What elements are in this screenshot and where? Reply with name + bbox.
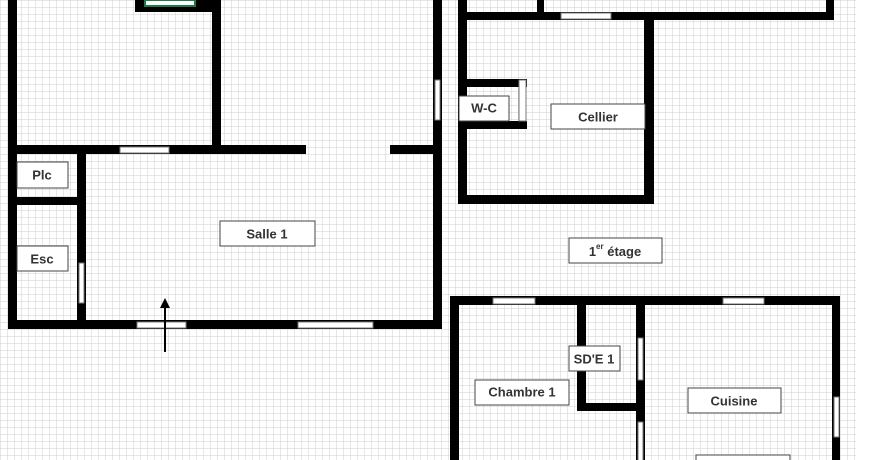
wall — [644, 20, 654, 204]
window — [560, 12, 612, 20]
entrance-arrow-icon — [160, 298, 170, 352]
floor-label: 1er étage — [568, 237, 663, 264]
wall — [577, 403, 645, 411]
wall — [433, 0, 442, 329]
room-label-sde1: SD'E 1 — [568, 345, 621, 372]
room-label-cellier: Cellier — [550, 103, 646, 130]
window — [722, 297, 765, 305]
wall — [450, 296, 459, 460]
wall — [8, 0, 17, 329]
window — [434, 79, 441, 121]
window — [637, 337, 644, 381]
wall — [77, 150, 86, 322]
floor-name: 1er étage — [589, 242, 641, 259]
window — [518, 79, 527, 122]
room-name: Chambre 1 — [488, 385, 555, 400]
wall — [636, 305, 645, 460]
room-name: Cellier — [578, 110, 618, 125]
room-name: Esc — [30, 252, 53, 267]
left-block-walls — [8, 0, 442, 329]
wall — [458, 79, 527, 87]
room-name: SD'E 1 — [574, 352, 615, 367]
room-name: Plc — [32, 168, 52, 183]
window — [637, 421, 644, 460]
wall — [8, 197, 86, 205]
room-name: Salle 1 — [246, 227, 287, 242]
window — [297, 321, 374, 329]
window — [136, 321, 187, 329]
room-label-salle1: Salle 1 — [219, 220, 316, 247]
wall — [458, 121, 527, 129]
window — [833, 396, 840, 438]
wall — [8, 320, 442, 329]
wall — [826, 0, 834, 20]
wall — [458, 195, 654, 204]
wall — [390, 145, 442, 154]
room-label-chambre1: Chambre 1 — [474, 379, 570, 406]
room-label-plc: Plc — [16, 161, 69, 189]
wall — [458, 12, 832, 20]
room-name: Cuisine — [711, 394, 758, 409]
wall — [212, 0, 221, 154]
room-label-cutoff — [695, 454, 791, 460]
window — [78, 262, 85, 304]
window — [492, 297, 536, 305]
room-label-esc: Esc — [16, 245, 69, 272]
wall — [537, 0, 544, 14]
window — [119, 146, 170, 154]
room-label-cuisine: Cuisine — [687, 387, 782, 414]
wall — [832, 296, 840, 460]
wall — [450, 296, 840, 305]
fixture-icon — [144, 0, 196, 7]
room-label-wc: W-C — [458, 95, 510, 122]
room-name: W-C — [471, 101, 497, 116]
